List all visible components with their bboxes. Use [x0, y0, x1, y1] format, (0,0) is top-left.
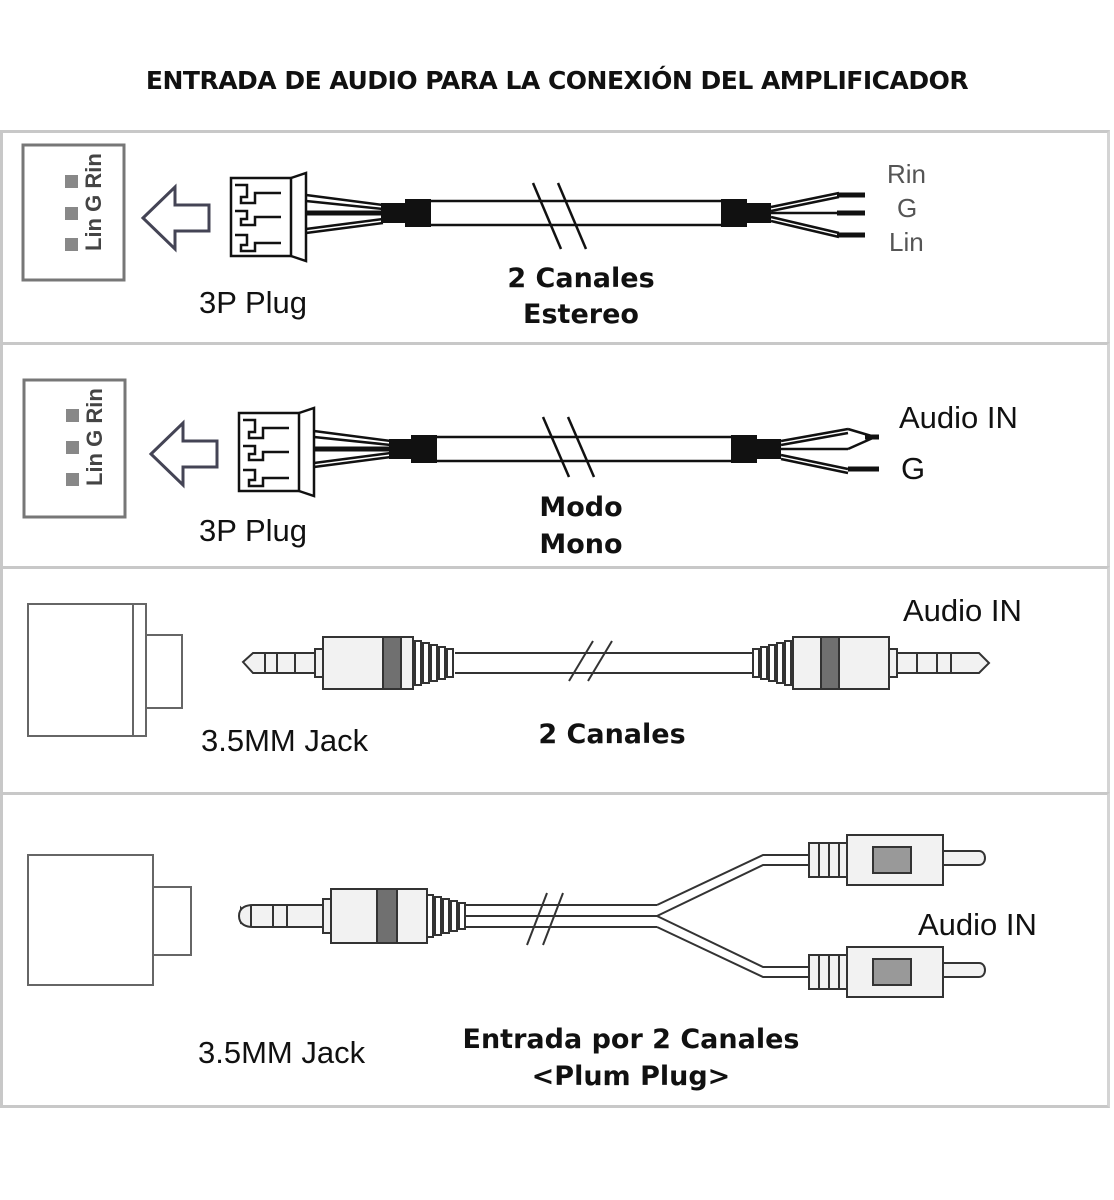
- pin-labels: Lin G Rin: [81, 153, 107, 251]
- pin-lin: [65, 238, 78, 251]
- cable-break-icon: [526, 892, 564, 946]
- cable-break-icon: [531, 182, 588, 250]
- jack-socket-icon: [27, 854, 192, 986]
- panel-jack-to-jack: 3.5MM Jack 2 Canales Audio IN: [0, 566, 1110, 792]
- mono-3p-drawing: [22, 378, 879, 519]
- end-label-audio-in: Audio IN: [918, 907, 1037, 942]
- cable-sleeve-left-2: [405, 199, 431, 227]
- cable-sleeve-left: [381, 203, 405, 223]
- cable-label: Modo Mono: [539, 492, 623, 560]
- arrow-left-icon: [148, 419, 219, 489]
- pin-g: [65, 207, 78, 220]
- cable-sleeve-right: [731, 435, 757, 463]
- cable-sleeve-left: [411, 435, 437, 463]
- rca-plug-bottom-icon: [808, 946, 986, 998]
- plug-label: 3P Plug: [199, 513, 308, 548]
- cable-sleeve-right: [721, 199, 747, 227]
- panel-mono-3p: Lin G Rin 3P Plug Modo Mono Audio IN G: [0, 342, 1110, 566]
- jack-plug-icon: [237, 888, 466, 944]
- panel-jack-to-rca: 3.5MM Jack Entrada por 2 Canales <Plum P…: [0, 792, 1110, 1108]
- pin-label-g: G: [81, 194, 106, 212]
- jack-label: 3.5MM Jack: [201, 723, 369, 758]
- cable-break-icon: [541, 416, 596, 478]
- wire-label-g: G: [901, 451, 926, 486]
- wire-label-rin: Rin: [887, 159, 927, 189]
- plug-label: 3P Plug: [199, 285, 308, 320]
- pin-label-rin: Rin: [81, 153, 106, 189]
- cable-label: 2 Canales Estereo: [507, 263, 655, 330]
- jack-to-rca-drawing: [27, 834, 986, 998]
- jack-plug-left-icon: [241, 636, 454, 690]
- cable-break-icon: [568, 640, 613, 682]
- jack-socket-icon: [27, 603, 183, 737]
- diagram-title: ENTRADA DE AUDIO PARA LA CONEXIÓN DEL AM…: [145, 66, 969, 95]
- cable-label: 2 Canales: [538, 719, 686, 750]
- stereo-3p-drawing: [21, 143, 865, 282]
- jack-to-jack-drawing: [27, 603, 991, 737]
- pin-labels: Lin G Rin: [82, 388, 107, 486]
- 3p-plug-icon: [237, 406, 316, 498]
- panel-stereo-3p: Lin G Rin 3P Plug 2 Canales Estereo Rin …: [0, 130, 1110, 342]
- rca-plug-top-icon: [808, 834, 986, 886]
- 3p-plug-icon: [229, 171, 308, 263]
- arrow-left-icon: [140, 183, 211, 253]
- pin-label-lin: Lin: [81, 218, 106, 251]
- end-label-audio-in: Audio IN: [903, 593, 1022, 628]
- jack-label: 3.5MM Jack: [198, 1035, 366, 1070]
- pin-rin: [65, 175, 78, 188]
- cable-label: Entrada por 2 Canales <Plum Plug>: [462, 1024, 800, 1092]
- wire-label-audio-in: Audio IN: [899, 400, 1018, 435]
- jack-plug-right-icon: [752, 636, 991, 690]
- wire-label-g: G: [897, 193, 918, 223]
- wire-label-lin: Lin: [889, 227, 924, 257]
